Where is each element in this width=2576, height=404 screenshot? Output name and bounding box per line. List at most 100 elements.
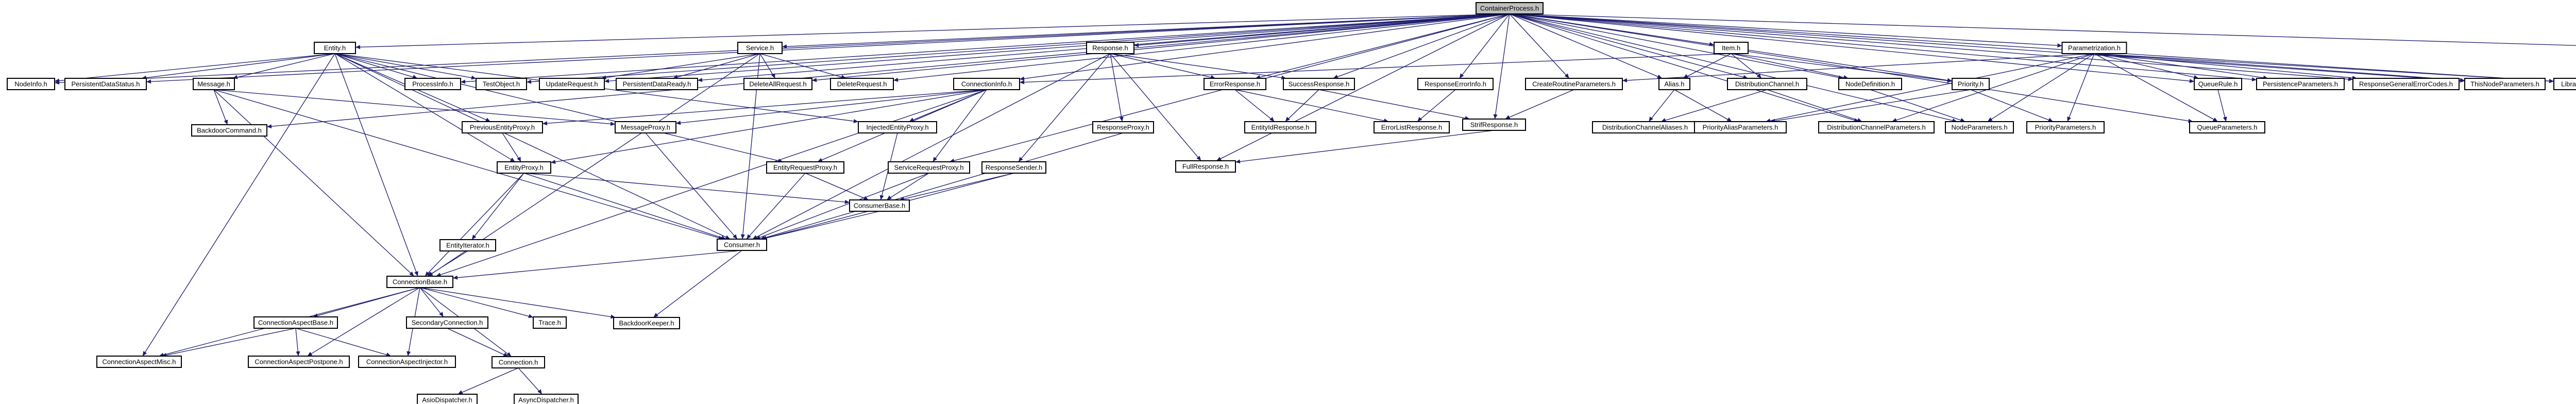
node-trace[interactable]: Trace.h [533,316,567,329]
node-connectioninfo[interactable]: ConnectionInfo.h [953,78,1020,90]
edge-responsesender-to-consumerbase [899,173,1014,200]
node-nodeinfo[interactable]: NodeInfo.h [7,78,55,90]
node-injectedentityproxy[interactable]: InjectedEntityProxy.h [858,121,937,133]
node-box [314,42,356,54]
edge-entity-to-message [232,53,335,79]
node-alias[interactable]: Alias.h [1658,78,1690,90]
node-entityrequestproxy[interactable]: EntityRequestProxy.h [766,161,844,174]
node-libraryparameters[interactable]: LibraryParameters.h [2553,78,2576,90]
node-entityidresponse[interactable]: EntityIdResponse.h [1244,121,1316,133]
edge-consumer-to-backdoorkeeper [653,250,742,318]
edge-containerprocess-to-nodedefinition [1509,13,1843,79]
node-backdoorcommand[interactable]: BackdoorCommand.h [191,124,267,137]
edge-containerprocess-to-updaterequest [604,13,1510,82]
arrowhead-containerprocess-to-persistentdatastatus [146,79,151,84]
node-connection[interactable]: Connection.h [492,356,545,368]
node-secondaryconnection[interactable]: SecondaryConnection.h [406,316,488,329]
node-box [1658,78,1690,90]
edge-parametrization-to-priorityaliasparameters [1765,53,2095,122]
node-box [2026,121,2105,133]
node-asyncdispatcher[interactable]: AsyncDispatcher.h [514,394,579,404]
arrowhead-item-to-distributionchannel [1756,73,1761,78]
arrowhead-connectioninfo-to-previousentityproxy [543,121,548,126]
node-responsesender[interactable]: ResponseSender.h [981,161,1046,174]
node-queueparameters[interactable]: QueueParameters.h [2189,121,2265,133]
arrowhead-parametrization-to-thisnodeparameters [2460,78,2465,82]
node-nodeparameters[interactable]: NodeParameters.h [1945,121,2014,133]
node-deleterequest[interactable]: DeleteRequest.h [830,78,894,90]
node-label: LibraryParameters.h [2561,80,2576,88]
node-messageproxy[interactable]: MessageProxy.h [615,121,676,133]
arrowhead-containerprocess-to-response [1134,43,1139,47]
node-entityproxy[interactable]: EntityProxy.h [497,161,551,174]
edge-servicerequestproxy-to-consumerbase [886,173,929,200]
node-entityiterator[interactable]: EntityIterator.h [439,239,496,251]
node-servicerequestproxy[interactable]: ServiceRequestProxy.h [888,161,970,174]
arrowhead-distributionchannel-to-distributionchannelaliases [1661,118,1666,122]
node-parametrization[interactable]: Parametrization.h [2061,42,2127,54]
node-connectionaspectbase[interactable]: ConnectionAspectBase.h [253,316,338,329]
arrowhead-secondaryconnection-to-connection [503,352,509,357]
node-service[interactable]: Service.h [737,42,783,54]
node-processinfo[interactable]: ProcessInfo.h [404,78,461,90]
node-label: ResponseProxy.h [1097,123,1149,131]
arrowhead-message-to-messageproxy [610,122,615,126]
node-label: EntityIdResponse.h [1251,123,1310,131]
arrowhead-containerprocess-to-processinfo [461,79,466,84]
node-priorityaliasparameters[interactable]: PriorityAliasParameters.h [1694,121,1787,133]
node-label: Parametrization.h [2068,44,2121,52]
node-backdoorkeeper[interactable]: BackdoorKeeper.h [613,317,680,329]
node-label: UpdateRequest.h [546,80,598,88]
node-consumer[interactable]: Consumer.h [717,239,767,251]
node-previousentityproxy[interactable]: PreviousEntityProxy.h [462,121,543,133]
node-persistentdataready[interactable]: PersistentDataReady.h [616,78,698,90]
node-connectionaspectmisc[interactable]: ConnectionAspectMisc.h [96,356,182,368]
edge-parametrization-to-createroutineparameters [1622,53,2095,81]
edge-parametrization-to-thisnodeparameters [2094,53,2465,81]
node-consumerbase[interactable]: ConsumerBase.h [849,199,910,212]
node-connectionaspectinjector[interactable]: ConnectionAspectInjector.h [358,356,456,368]
edge-containerprocess-to-struct [1509,13,2576,46]
node-stringresponse[interactable]: StrifResponse.h [1462,119,1526,131]
node-successresponse[interactable]: SuccessResponse.h [1283,78,1355,90]
node-queuerule[interactable]: QueueRule.h [2194,78,2242,90]
node-distributionchannelparameters[interactable]: DistributionChannelParameters.h [1818,121,1935,133]
node-persistenceparameters[interactable]: PersistenceParameters.h [2256,78,2345,90]
edge-containerprocess-to-parametrization [1509,13,2062,46]
node-label: AsyncDispatcher.h [518,396,574,403]
node-persistentdatastatus[interactable]: PersistentDataStatus.h [64,78,147,90]
edge-containerprocess-to-persistenceparameters [1509,13,2257,80]
node-priority[interactable]: Priority.h [1952,78,1990,90]
node-priorityparameters[interactable]: PriorityParameters.h [2026,121,2105,133]
node-item[interactable]: Item.h [1714,42,1749,54]
node-box [737,42,783,54]
node-createroutineparameters[interactable]: CreateRoutineParameters.h [1525,78,1623,90]
node-nodedefinition[interactable]: NodeDefinition.h [1838,78,1902,90]
edge-connectioninfo-to-entityproxy [550,89,987,163]
node-containerprocess[interactable]: ContainerProcess.h [1476,2,1544,14]
node-responseproxy[interactable]: ResponseProxy.h [1092,121,1154,133]
node-fullresponse[interactable]: FullResponse.h [1175,160,1236,173]
node-distributionchannelaliases[interactable]: DistributionChannelAliases.h [1592,121,1698,133]
node-responseerrorinfo[interactable]: ResponseErrorInfo.h [1417,78,1494,90]
edge-message-to-backdoorcommand [213,89,228,125]
node-entity[interactable]: Entity.h [314,42,356,54]
edge-successresponse-to-entityidresponse [1285,89,1319,122]
node-response[interactable]: Response.h [1086,42,1134,54]
arrowhead-alias-to-distributionchannelaliases [1649,116,1653,122]
node-thisnodeparameters[interactable]: ThisNodeParameters.h [2464,78,2546,90]
node-updaterequest[interactable]: UpdateRequest.h [539,78,605,90]
node-deleteallrequest[interactable]: DeleteAllRequest.h [743,78,812,90]
node-asiodispatcher[interactable]: AsioDispatcher.h [417,394,478,404]
node-message[interactable]: Message.h [193,78,235,90]
node-testobject[interactable]: TestObject.h [476,78,527,90]
node-errorresponse[interactable]: ErrorResponse.h [1204,78,1266,90]
edge-service-to-updaterequest [601,53,760,79]
node-responsegeneralerrorcodes[interactable]: ResponseGeneralErrorCodes.h [2352,78,2460,90]
node-distributionchannel[interactable]: DistributionChannel.h [1727,78,1807,90]
edge-containerprocess-to-queuerule [1509,13,2195,82]
node-errorlistresponse[interactable]: ErrorListResponse.h [1374,121,1450,133]
node-connectionaspectpostpone[interactable]: ConnectionAspectPostpone.h [248,356,350,368]
node-connectionbase[interactable]: ConnectionBase.h [386,276,453,288]
arrowhead-containerprocess-to-updaterequest [604,79,609,83]
